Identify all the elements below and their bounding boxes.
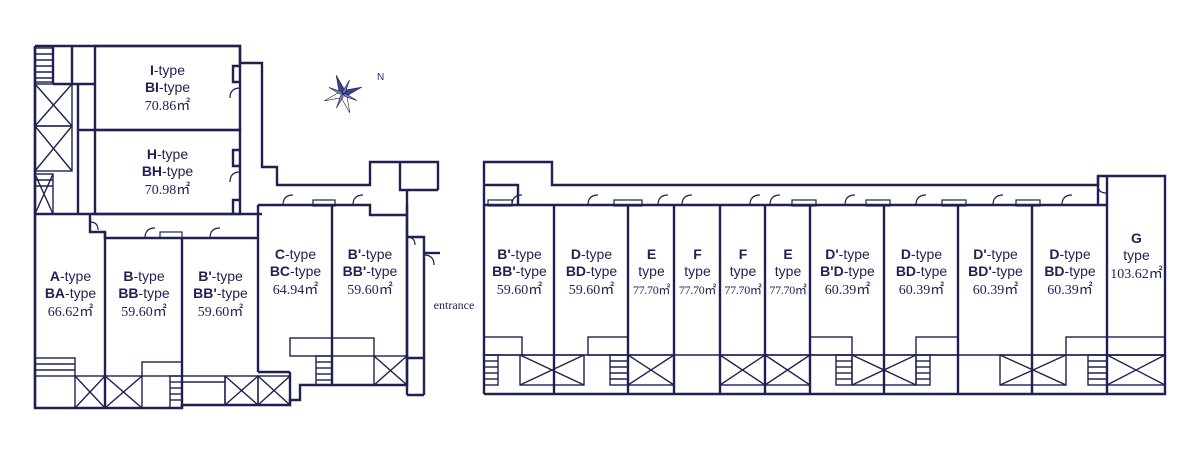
left-stair-top — [34, 47, 54, 83]
left-service-rooms — [34, 83, 73, 215]
compass-icon — [324, 75, 362, 113]
entrance-label: entrance — [433, 298, 475, 312]
right-wing-outline — [482, 160, 1167, 396]
room-i-type — [93, 44, 242, 132]
room-h-type — [93, 128, 242, 216]
right-balcony-row — [483, 336, 1166, 386]
north-label: N — [377, 72, 385, 83]
left-balcony-row — [34, 357, 291, 409]
cbc-balconies — [289, 337, 408, 386]
